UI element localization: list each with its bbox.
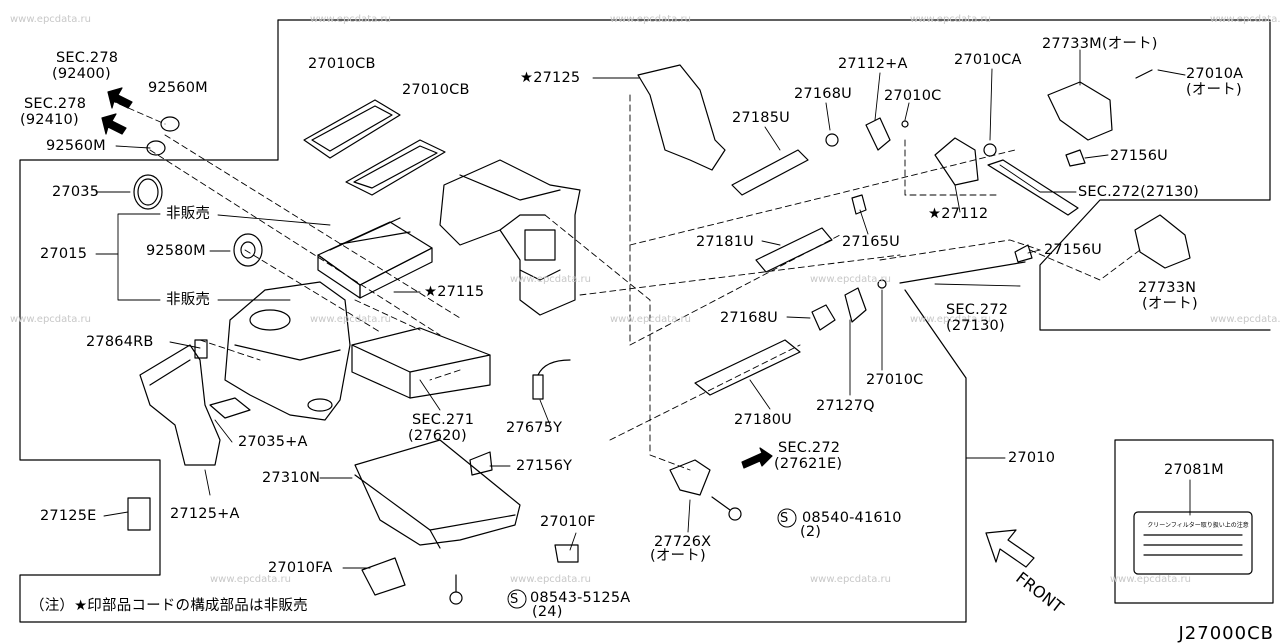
label-27035a: 27035+A xyxy=(238,434,308,450)
watermark: www.epcdata.ru xyxy=(610,14,691,25)
label-27185u: 27185U xyxy=(732,110,790,126)
watermark: www.epcdata.ru xyxy=(1110,574,1191,585)
watermark: www.epcdata.ru xyxy=(610,314,691,325)
lower-case-27310n xyxy=(354,439,521,549)
label-sec272-27130-b-sub: (27130) xyxy=(946,318,1005,334)
watermark: www.epcdata.ru xyxy=(1210,314,1280,325)
watermark: www.epcdata.ru xyxy=(310,314,391,325)
label-27010cb-b: 27010CB xyxy=(402,82,470,98)
label-27156u-b: 27156U xyxy=(1044,242,1102,258)
leader-lines xyxy=(95,49,1191,569)
label-27127q: 27127Q xyxy=(816,398,875,414)
diagram-reference: J27000CB xyxy=(1178,623,1274,644)
label-27125: ★27125 xyxy=(520,70,581,86)
label-92560m-a: 92560M xyxy=(148,80,208,96)
label-27010ca: 27010CA xyxy=(954,52,1022,68)
watermark: www.epcdata.ru xyxy=(810,274,891,285)
watermark: www.epcdata.ru xyxy=(510,274,591,285)
label-sec278-92400: SEC.278 xyxy=(56,50,119,66)
evaporator-27620 xyxy=(351,327,491,399)
label-not-sold-a: 非販売 xyxy=(166,206,211,222)
label-sec272-27130-b: SEC.272 xyxy=(946,302,1009,318)
label-screw-08540: 08540-41610 xyxy=(802,510,902,526)
label-27180u: 27180U xyxy=(734,412,792,428)
watermark: www.epcdata.ru xyxy=(910,14,991,25)
watermark: www.epcdata.ru xyxy=(310,14,391,25)
outline-left xyxy=(19,19,967,623)
label-27010fa: 27010FA xyxy=(268,560,333,576)
label-27010c-a: 27010C xyxy=(884,88,942,104)
watermark: www.epcdata.ru xyxy=(1210,14,1280,25)
label-27168u-b: 27168U xyxy=(720,310,778,326)
label-sec272-27130-a: SEC.272(27130) xyxy=(1078,184,1200,200)
label-sec271: SEC.271 xyxy=(412,412,475,428)
label-sec272-27621e-sub: (27621E) xyxy=(774,456,843,472)
sec-arrows xyxy=(101,87,773,469)
label-sec272-27621e: SEC.272 xyxy=(778,440,841,456)
blower-housing xyxy=(224,281,351,421)
label-27010cb-a: 27010CB xyxy=(308,56,376,72)
label-27112: ★27112 xyxy=(928,206,989,222)
label-27010: 27010 xyxy=(1008,450,1056,466)
label-27125a: 27125+A xyxy=(170,506,240,522)
filter-element-27115 xyxy=(317,217,433,299)
label-screw-08540-qty: (2) xyxy=(800,524,822,540)
watermark: www.epcdata.ru xyxy=(910,314,991,325)
s-mark-b: S xyxy=(780,511,789,526)
sticker-caption: クリーンフィルター取り扱い上の注意 xyxy=(1147,522,1249,529)
main-outline xyxy=(277,19,1271,331)
watermark: www.epcdata.ru xyxy=(510,574,591,585)
label-screw-08543-qty: (24) xyxy=(532,604,563,620)
footnote: （注）★印部品コードの構成部品は非販売 xyxy=(30,598,308,614)
s-mark-a: S xyxy=(510,592,519,607)
label-27156y: 27156Y xyxy=(516,458,573,474)
front-arrow-icon xyxy=(985,529,1035,568)
filter-frame-27010cb-a xyxy=(303,99,401,159)
label-27010a: 27010A xyxy=(1186,66,1244,82)
label-27015: 27015 xyxy=(40,246,88,262)
small-parts xyxy=(127,64,1253,605)
label-27726x-sub: (オート) xyxy=(650,548,706,564)
label-27733n: 27733N xyxy=(1138,280,1197,296)
watermark: www.epcdata.ru xyxy=(810,574,891,585)
label-27010a-sub: (オート) xyxy=(1186,82,1242,98)
label-27081m: 27081M xyxy=(1164,462,1224,478)
label-27165u: 27165U xyxy=(842,234,900,250)
label-27010f: 27010F xyxy=(540,514,596,530)
label-27035: 27035 xyxy=(52,184,100,200)
watermark: www.epcdata.ru xyxy=(210,574,291,585)
label-27310n: 27310N xyxy=(262,470,321,486)
watermark: www.epcdata.ru xyxy=(10,314,91,325)
watermark: www.epcdata.ru xyxy=(10,14,91,25)
label-92580m: 92580M xyxy=(146,243,206,259)
label-sec278-92400-sub: (92400) xyxy=(52,66,111,82)
dashed-guides xyxy=(109,94,1141,471)
label-27112a: 27112+A xyxy=(838,56,908,72)
label-not-sold-b: 非販売 xyxy=(166,292,211,308)
filter-frame-27010cb-b xyxy=(345,139,446,196)
duct-27125a xyxy=(139,344,221,466)
label-sec278-92410: SEC.278 xyxy=(24,96,87,112)
label-27864rb: 27864RB xyxy=(86,334,154,350)
label-sec271-sub: (27620) xyxy=(408,428,467,444)
label-27726x: 27726X xyxy=(654,534,712,550)
label-screw-08543: 08543-5125A xyxy=(530,590,631,606)
label-27168u-a: 27168U xyxy=(794,86,852,102)
label-27733m: 27733M(オート) xyxy=(1042,36,1158,52)
label-92560m-b: 92560M xyxy=(46,138,106,154)
label-27733n-sub: (オート) xyxy=(1142,296,1198,312)
label-27181u: 27181U xyxy=(696,234,754,250)
label-27125e: 27125E xyxy=(40,508,97,524)
s-marks xyxy=(507,508,797,609)
label-box-frame xyxy=(1114,439,1274,604)
label-sec278-92410-sub: (92410) xyxy=(20,112,79,128)
label-27675y: 27675Y xyxy=(506,420,563,436)
label-27010c-b: 27010C xyxy=(866,372,924,388)
label-27156u-a: 27156U xyxy=(1110,148,1168,164)
label-27115: ★27115 xyxy=(424,284,485,300)
heater-case xyxy=(439,159,581,316)
